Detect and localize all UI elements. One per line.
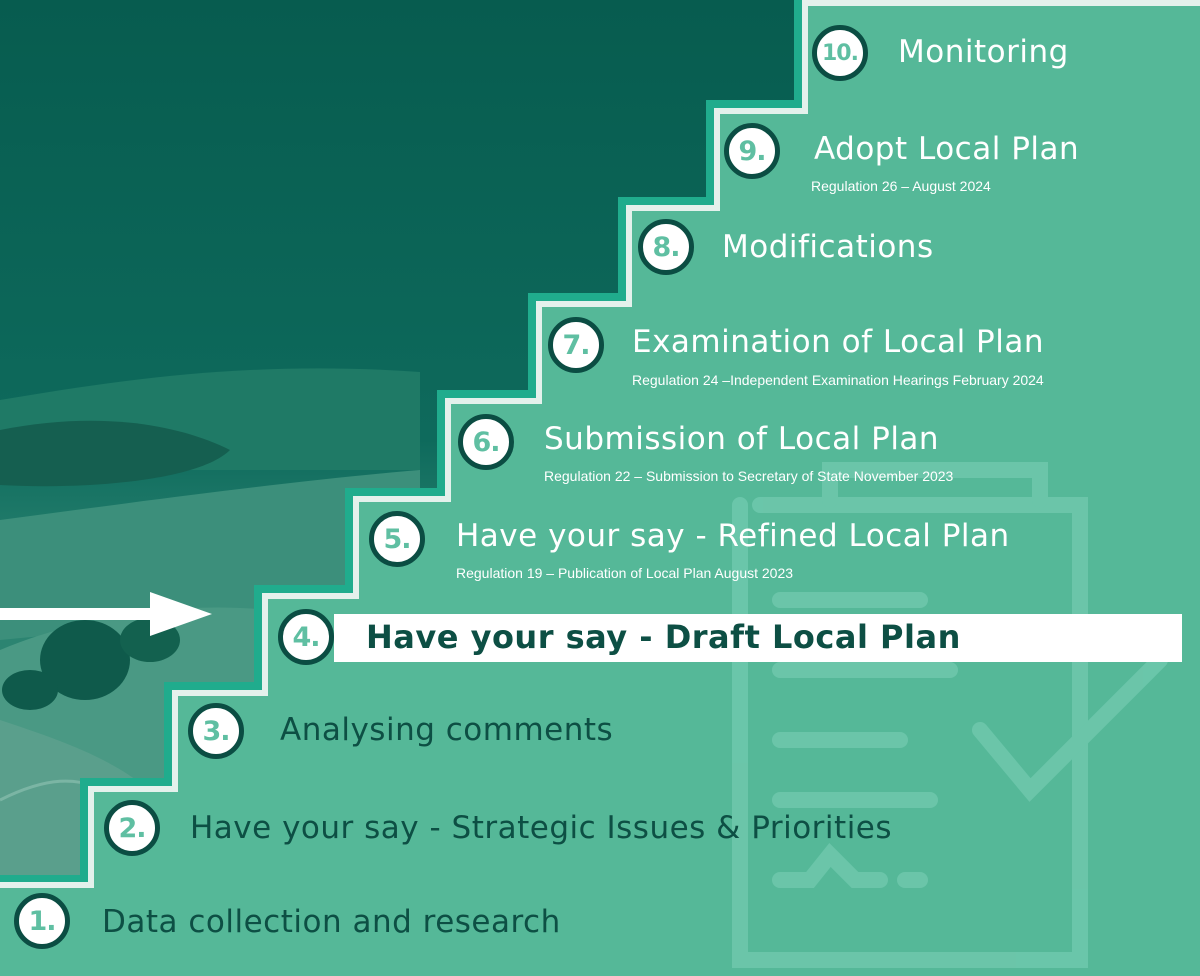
step-title: Submission of Local Plan: [544, 421, 940, 457]
step-title: Have your say - Refined Local Plan: [456, 518, 1010, 554]
step-number-badge: 10.: [812, 25, 868, 81]
step-number-badge: 4.: [278, 609, 334, 665]
step-number-badge: 3.: [188, 703, 244, 759]
step-number-badge: 8.: [638, 219, 694, 275]
step-title: Data collection and research: [102, 904, 561, 940]
step-number-badge: 5.: [369, 511, 425, 567]
step-title: Have your say - Draft Local Plan: [366, 618, 961, 656]
step-title: Adopt Local Plan: [814, 131, 1080, 167]
step-title: Have your say - Strategic Issues & Prior…: [190, 810, 893, 846]
step-number-badge: 9.: [724, 123, 780, 179]
step-subtitle: Regulation 22 – Submission to Secretary …: [544, 468, 954, 484]
step-number-badge: 2.: [104, 800, 160, 856]
step-subtitle: Regulation 26 – August 2024: [811, 178, 991, 194]
step-title: Analysing comments: [280, 712, 614, 748]
step-subtitle: Regulation 24 –Independent Examination H…: [632, 372, 1044, 388]
step-title: Examination of Local Plan: [632, 324, 1045, 360]
step-title: Modifications: [722, 229, 934, 265]
right-arrow-icon: [0, 592, 212, 636]
step-number-badge: 7.: [548, 317, 604, 373]
step-title: Monitoring: [898, 34, 1069, 70]
step-subtitle: Regulation 19 – Publication of Local Pla…: [456, 565, 794, 581]
step-number-badge: 6.: [458, 414, 514, 470]
step-number-badge: 1.: [14, 893, 70, 949]
current-step-highlight: [334, 614, 1182, 662]
